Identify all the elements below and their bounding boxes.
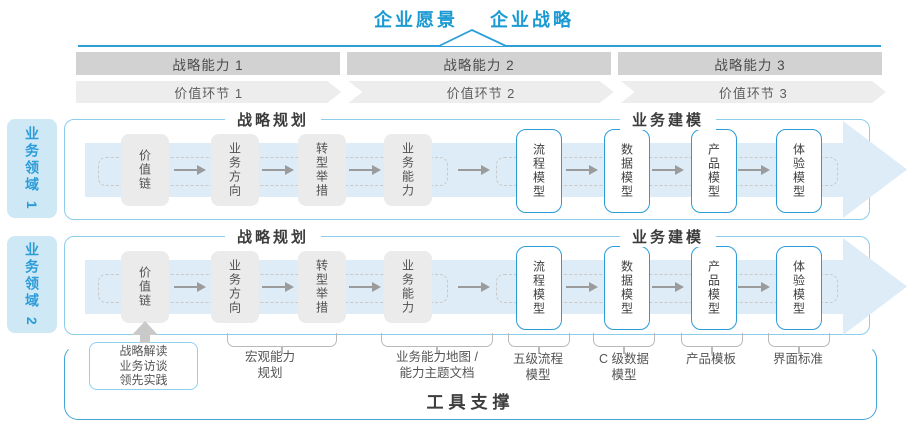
annotation-data-model: C 级数据 模型: [598, 352, 649, 382]
annotation-process-model: 五级流程 模型: [512, 352, 563, 382]
arrow-right-icon: [652, 282, 684, 292]
capability-bar-3: 战略能力 3: [618, 52, 882, 75]
box-business-capability: 业务能力: [384, 251, 432, 323]
box-product-model: 产品模型: [691, 129, 737, 213]
annotation-macro-capability-planning: 宏观能力 规划: [244, 350, 295, 380]
tools-support-container: 工具支撑: [64, 345, 877, 420]
brace-icon: [593, 333, 655, 347]
strategic-capability-bars: 战略能力 1 战略能力 2 战略能力 3: [76, 52, 882, 75]
modeling-header: 业务建模: [619, 226, 717, 247]
domain-1-row: 战略规划 业务建模 价值链 业务方向 转型举措 业务能力 流程模型 数据模型 产…: [64, 109, 907, 220]
modeling-header: 业务建模: [619, 109, 717, 130]
flow-band-arrowhead-icon: [843, 238, 907, 335]
arrow-right-icon: [174, 282, 206, 292]
annotation-capability-map: 业务能力地图 / 能力主题文档: [396, 350, 478, 380]
box-data-model: 数据模型: [604, 129, 650, 213]
top-titles: 企业愿景 企业战略: [374, 6, 574, 32]
box-business-direction: 业务方向: [211, 134, 259, 206]
arrow-right-icon: [738, 165, 770, 175]
box-value-chain: 价值链: [121, 134, 169, 206]
arrow-up-icon: [132, 321, 158, 343]
planning-header: 战略规划: [224, 109, 322, 130]
dashed-track-modeling: [496, 157, 838, 186]
box-transformation-initiatives: 转型举措: [298, 251, 346, 323]
arrow-right-icon: [458, 282, 490, 292]
arrow-right-icon: [262, 165, 294, 175]
strategy-title: 企业战略: [490, 10, 574, 30]
box-product-model: 产品模型: [691, 246, 737, 330]
value-link-3: 价值环节 3: [621, 81, 886, 103]
value-link-chevrons: 价值环节 1 价值环节 2 价值环节 3: [76, 81, 886, 103]
box-experience-model: 体验模型: [776, 129, 822, 213]
box-experience-model: 体验模型: [776, 246, 822, 330]
annotation-ui-standard: 界面标准: [772, 352, 823, 366]
capability-bar-1: 战略能力 1: [76, 52, 340, 75]
box-business-direction: 业务方向: [211, 251, 259, 323]
box-process-model: 流程模型: [516, 246, 562, 330]
domain-label-2: 业务领域 2: [7, 236, 57, 333]
dashed-track-planning: [98, 274, 448, 303]
domain-label-1: 业务领域 1: [7, 119, 57, 218]
value-link-2: 价值环节 2: [348, 81, 613, 103]
vision-title: 企业愿景: [374, 10, 458, 30]
box-data-model: 数据模型: [604, 246, 650, 330]
dashed-track-modeling: [496, 274, 838, 303]
capability-bar-2: 战略能力 2: [347, 52, 611, 75]
arrow-right-icon: [458, 165, 490, 175]
brace-icon: [381, 333, 493, 347]
arrow-right-icon: [652, 165, 684, 175]
box-process-model: 流程模型: [516, 129, 562, 213]
brace-icon: [227, 333, 337, 347]
caret-up-icon: [438, 29, 507, 47]
flow-band-arrowhead-icon: [843, 121, 907, 218]
arrow-right-icon: [738, 282, 770, 292]
brace-icon: [681, 333, 743, 347]
arrow-right-icon: [566, 165, 598, 175]
domain-2-row: 战略规划 业务建模 价值链 业务方向 转型举措 业务能力 流程模型 数据模型 产…: [64, 226, 907, 335]
brace-icon: [508, 333, 570, 347]
annotation-product-template: 产品模板: [685, 352, 736, 366]
value-link-1: 价值环节 1: [76, 81, 341, 103]
arrow-right-icon: [349, 282, 381, 292]
brace-icon: [768, 333, 830, 347]
arrow-right-icon: [174, 165, 206, 175]
planning-header: 战略规划: [224, 226, 322, 247]
arrow-right-icon: [349, 165, 381, 175]
box-business-capability: 业务能力: [384, 134, 432, 206]
dashed-track-planning: [98, 157, 448, 186]
arrow-right-icon: [262, 282, 294, 292]
strategy-inputs-box: 战略解读 业务访谈 领先实践: [89, 342, 198, 390]
arrow-right-icon: [566, 282, 598, 292]
box-value-chain: 价值链: [121, 251, 169, 323]
box-transformation-initiatives: 转型举措: [298, 134, 346, 206]
tools-support-label: 工具支撑: [426, 393, 515, 412]
